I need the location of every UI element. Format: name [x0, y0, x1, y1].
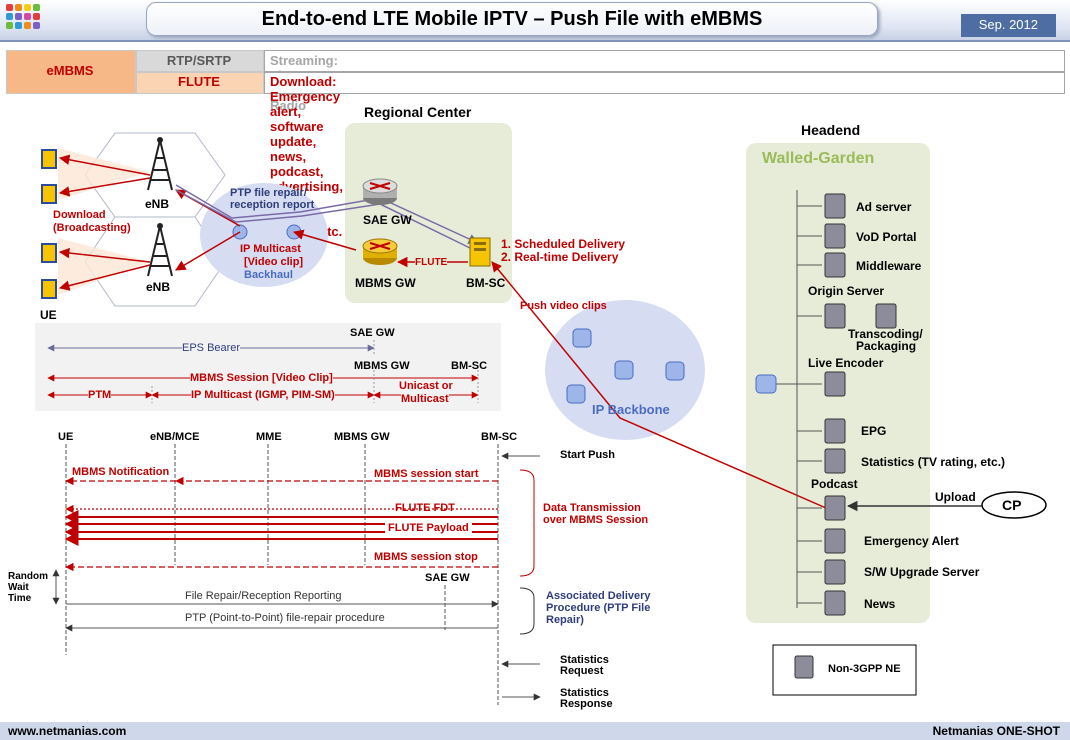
- podcast-label: Podcast: [811, 477, 858, 491]
- server-label-emergency: Emergency Alert: [864, 534, 959, 548]
- procedure-ptp-label: Procedure (PTP File: [546, 602, 651, 614]
- lane-bm-sc: BM-SC: [481, 431, 518, 443]
- data-transmission-label: Data Transmission: [543, 502, 641, 514]
- backhaul-cloud: [200, 183, 328, 287]
- stats-response-label-2: Response: [560, 698, 613, 710]
- over-mbms-session-label: over MBMS Session: [543, 514, 649, 526]
- download-label: Download: [53, 209, 106, 221]
- headend-router-icon: [755, 374, 777, 394]
- backhaul-label: Backhaul: [244, 269, 293, 281]
- bm-sc-label: BM-SC: [466, 276, 506, 290]
- server-icon: [824, 193, 897, 616]
- seq-sae-gw-label: SAE GW: [425, 572, 470, 584]
- sae-gw-icon: [362, 178, 398, 205]
- bearer-mbms-gw-label: MBMS GW: [354, 360, 410, 372]
- ip-backbone-label: IP Backbone: [592, 402, 670, 417]
- ue-phone-icon: [41, 149, 57, 299]
- lane-mme: MME: [256, 431, 282, 443]
- live-encoder-label: Live Encoder: [808, 356, 884, 370]
- backbone-router-icon: [566, 328, 685, 404]
- ptm-label: PTM: [88, 389, 112, 401]
- non3gpp-label: Non-3GPP NE: [828, 663, 901, 675]
- cp-label: CP: [1002, 497, 1022, 513]
- non3gpp-server-icon: [794, 655, 814, 679]
- title-box: End-to-end LTE Mobile IPTV – Push File w…: [146, 2, 878, 36]
- start-push-label: Start Push: [560, 449, 616, 461]
- realtime-delivery-label: 2. Real-time Delivery: [501, 250, 619, 264]
- wait-label: Wait: [8, 582, 29, 593]
- server-label-ad: Ad server: [856, 200, 912, 214]
- lane-ue: UE: [58, 431, 74, 443]
- lane-mbms-gw: MBMS GW: [334, 431, 390, 443]
- headend-label: Headend: [801, 122, 861, 138]
- footer-bar: [0, 722, 1070, 740]
- rtp-label: RTP/SRTP: [166, 53, 232, 68]
- footer-brand: Netmanias ONE-SHOT: [932, 724, 1060, 738]
- flute-payload-label: FLUTE Payload: [385, 522, 472, 534]
- eps-bearer-label: EPS Bearer: [182, 342, 241, 354]
- walled-garden-label: Walled-Garden: [762, 150, 875, 167]
- video-clip-label: [Video clip]: [244, 256, 304, 268]
- netmanias-logo: [6, 4, 46, 34]
- scheduled-delivery-label: 1. Scheduled Delivery: [501, 237, 626, 251]
- lane-enb-mce: eNB/MCE: [150, 431, 200, 443]
- reception-report-label: reception report: [230, 199, 315, 211]
- flute-arrow-label: FLUTE: [415, 257, 448, 268]
- upload-label: Upload: [935, 490, 976, 504]
- ptp-repair-label: PTP file repair/: [230, 187, 307, 199]
- server-label-transcoding: Transcoding/: [848, 327, 923, 341]
- server-label-news: News: [864, 597, 896, 611]
- flute-fdt-label: FLUTE FDT: [395, 502, 455, 514]
- bearer-bm-sc-label: BM-SC: [451, 360, 488, 372]
- server-label-epg: EPG: [861, 424, 887, 438]
- bearer-sae-gw-label: SAE GW: [350, 327, 395, 339]
- embms-label: eMBMS: [46, 63, 94, 78]
- repair-label: Repair): [546, 614, 584, 626]
- mbms-session-label: MBMS Session [Video Clip]: [190, 372, 333, 384]
- push-video-clips-label: Push video clips: [520, 300, 607, 312]
- regional-center-label: Regional Center: [364, 104, 472, 120]
- enb-top-label: eNB: [145, 197, 170, 211]
- page-title: End-to-end LTE Mobile IPTV – Push File w…: [261, 8, 763, 30]
- server-label-vod: VoD Portal: [856, 230, 917, 244]
- mbms-session-start-label: MBMS session start: [374, 468, 479, 480]
- multicast-label: Multicast: [401, 393, 449, 405]
- tower-icon: [147, 139, 173, 277]
- flute-label: FLUTE: [178, 74, 220, 89]
- mbms-session-stop-label: MBMS session stop: [374, 551, 478, 563]
- bm-sc-icon: [469, 237, 491, 267]
- stats-response-label-1: Statistics: [560, 687, 609, 699]
- broadcasting-label: (Broadcasting): [53, 222, 131, 234]
- ip-multicast-label: IP Multicast: [240, 243, 301, 255]
- footer-website[interactable]: www.netmanias.com: [8, 724, 127, 738]
- associated-delivery-label: Associated Delivery: [546, 590, 651, 602]
- date-badge: Sep. 2012: [960, 14, 1056, 37]
- ue-label: UE: [40, 308, 57, 322]
- server-label-middleware: Middleware: [856, 259, 922, 273]
- ptp-procedure-label: PTP (Point-to-Point) file-repair procedu…: [185, 612, 385, 624]
- file-repair-label: File Repair/Reception Reporting: [185, 590, 342, 602]
- mbms-gw-icon: [362, 238, 398, 265]
- origin-server-label: Origin Server: [808, 284, 885, 298]
- stats-request-label-2: Request: [560, 665, 604, 677]
- server-label-packaging: Packaging: [856, 339, 917, 353]
- stats-request-label-1: Statistics: [560, 654, 609, 666]
- mbms-notification-label: MBMS Notification: [72, 466, 170, 478]
- server-label-statistics: Statistics (TV rating, etc.): [861, 455, 1006, 469]
- server-label-sw-upgrade: S/W Upgrade Server: [864, 565, 980, 579]
- bearer-ip-multicast-label: IP Multicast (IGMP, PIM-SM): [191, 389, 335, 401]
- cp-node: [981, 491, 1047, 519]
- mbms-gw-label: MBMS GW: [355, 276, 416, 290]
- sae-gw-label: SAE GW: [363, 213, 412, 227]
- random-label: Random: [8, 571, 48, 582]
- unicast-label: Unicast or: [399, 380, 453, 392]
- enb-bottom-label: eNB: [146, 280, 171, 294]
- time-label: Time: [8, 593, 32, 604]
